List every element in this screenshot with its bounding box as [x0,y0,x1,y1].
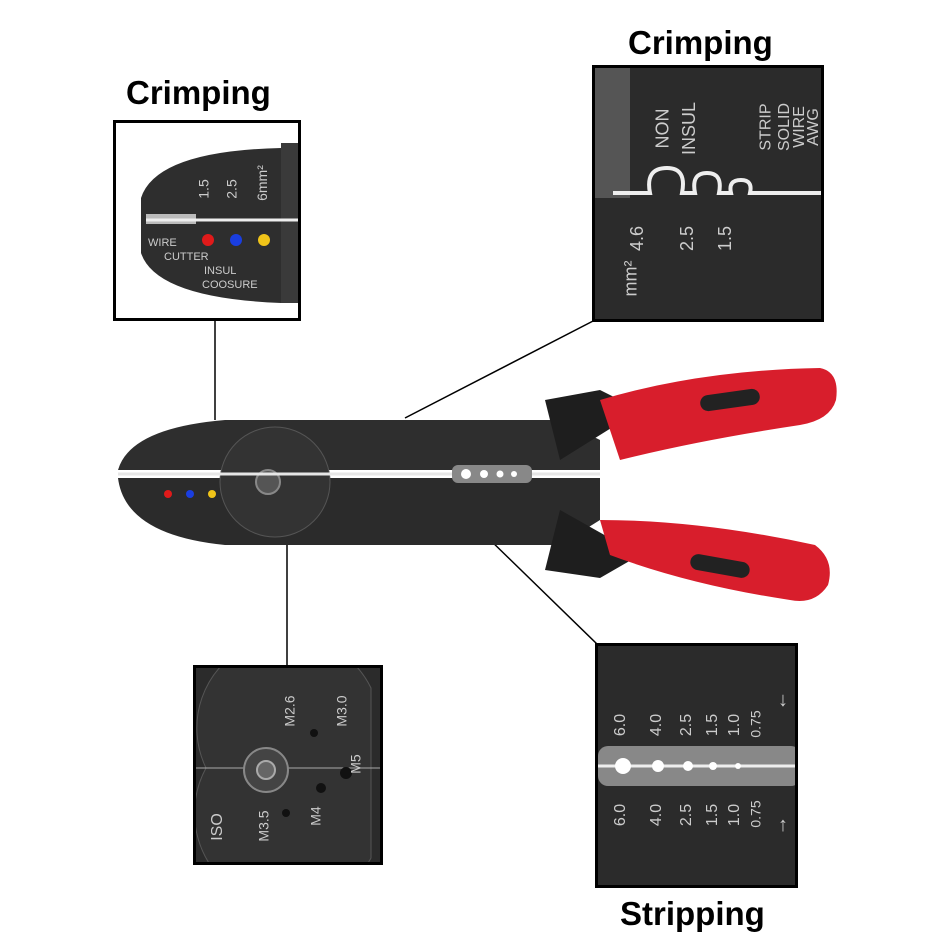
caption-crimping-left: Crimping [126,74,271,111]
lower-handle-guard [545,510,640,578]
label-1-5-right: 1.5 [715,225,736,252]
label-coosure: COOSURE [202,279,258,291]
label-mm2: mm² [620,260,641,297]
label-2-5: 2.5 [223,179,240,199]
stripping-holes-area [452,465,532,483]
label-wire: WIRE [148,237,177,249]
label-insul: INSUL [204,265,237,277]
caption-crimping-right: Crimping [628,24,773,61]
label-m2-6: M2.6 [281,695,298,727]
label-m5: M5 [347,754,364,774]
strip-2-5-bottom: 2.5 [678,803,696,827]
strip-0-75-bottom: 0.75 [747,800,764,828]
label-strip: STRIP [757,103,775,151]
upper-handle-inset [700,388,760,412]
yellow-dot [208,490,216,498]
callout-line-right [404,319,596,419]
svg-text:↓: ↓ [778,689,788,711]
upper-jaw [118,420,600,470]
lower-jaw [118,478,600,545]
inset-stripping: ↓ ↑ 6.0 4.0 2.5 1.5 1.0 0.75 6.0 4.0 2.5… [595,643,798,888]
strip-6-0-bottom: 6.0 [612,803,630,827]
strip-2-5-top: 2.5 [678,713,696,737]
strip-4-0-bottom: 4.0 [648,803,666,827]
inset-crimping-right: NON INSUL STRIP SOLID WIRE AWG mm² 4.6 2… [592,65,824,322]
label-cutter: CUTTER [164,251,209,263]
label-2-5-right: 2.5 [677,225,698,252]
strip-6-0-top: 6.0 [612,713,630,737]
strip-1-5-top: 1.5 [704,713,722,737]
inset-crimping-left: 1.5 2.5 6mm² WIRE CUTTER INSUL COOSURE [113,120,301,321]
label-non: NON [652,108,673,149]
label-m4: M4 [307,806,324,826]
callout-line-bottom-right [484,534,599,646]
strip-4-0-top: 4.0 [648,713,666,737]
strip-0-75-top: 0.75 [747,710,764,738]
svg-text:↑: ↑ [778,814,788,836]
strip-1-5-bottom: 1.5 [704,803,722,827]
label-4-6: 4.6 [627,225,648,252]
caption-stripping: Stripping [620,895,765,932]
label-m3-5: M3.5 [255,810,272,842]
lower-handle-inset [690,554,750,578]
inset-bolt-cutter: M2.6 M3.0 M5 M4 M3.5 ISO [193,665,383,865]
label-1-5: 1.5 [195,179,212,199]
strip-1-0-top: 1.0 [726,713,744,737]
strip-1-0-bottom: 1.0 [726,803,744,827]
label-iso: ISO [208,813,226,841]
upper-handle-grip [600,368,837,460]
pivot-bolt [255,469,281,495]
label-awg: AWG [804,108,822,146]
label-6mm2: 6mm² [253,165,270,201]
label-m3-0: M3.0 [333,695,350,727]
label-insul-right: INSUL [679,101,700,156]
blue-dot [186,490,194,498]
red-dot [164,490,172,498]
